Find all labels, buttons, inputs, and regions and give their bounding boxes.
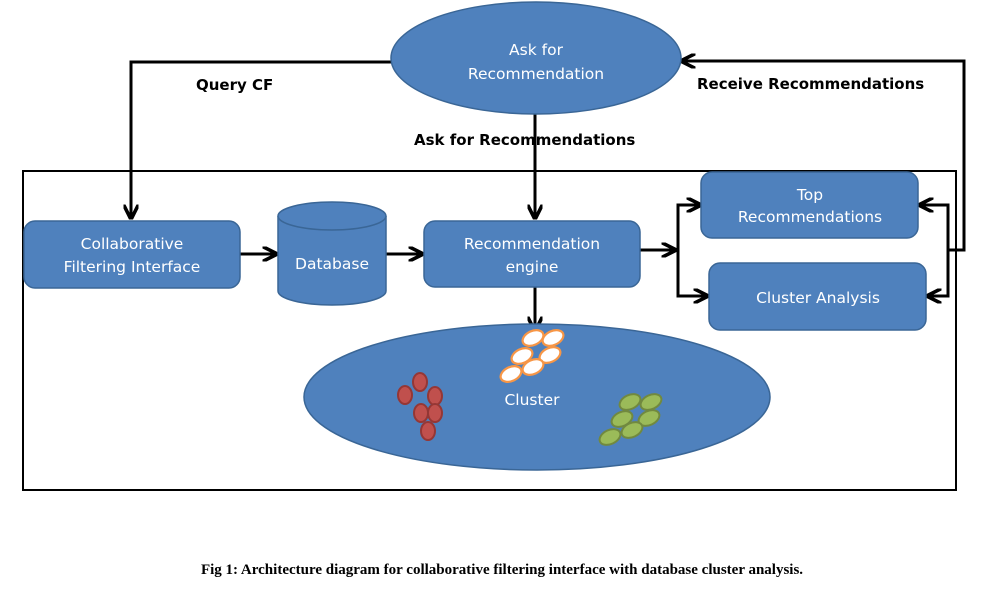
node-cf-interface: Collaborative Filtering Interface (23, 220, 241, 289)
node-recommendation-engine: Recommendation engine (423, 220, 641, 288)
edge-query-cf (131, 60, 392, 218)
edge-bracket-top (920, 205, 950, 250)
node-top-recommendations: Top Recommendations (700, 171, 919, 239)
cf-line2: Filtering Interface (64, 258, 201, 276)
database-label: Database (295, 255, 369, 273)
label-query-cf: Query CF (196, 76, 273, 94)
node-cluster-analysis: Cluster Analysis (708, 262, 927, 331)
ask-line1: Ask for (509, 41, 564, 59)
edge-to-top-recommendations (676, 205, 700, 250)
cluster-label: Cluster (504, 391, 560, 409)
cluster-group-red (397, 372, 443, 441)
figure-caption: Fig 1: Architecture diagram for collabor… (200, 562, 804, 578)
engine-line1: Recommendation (464, 235, 600, 253)
label-receive-recommendations: Receive Recommendations (697, 75, 924, 93)
edge-receive-recommendations (682, 61, 966, 252)
edge-to-cluster-analysis (676, 250, 707, 296)
cf-line1: Collaborative (81, 235, 184, 253)
node-database: Database (277, 201, 387, 306)
ask-line2: Recommendation (468, 65, 604, 83)
cluster-group-green (598, 393, 663, 446)
top-recs-line1: Top (796, 186, 823, 204)
top-recs-line2: Recommendations (738, 208, 882, 226)
cluster-group-orange (499, 329, 565, 383)
label-ask-for-recommendations: Ask for Recommendations (414, 131, 635, 149)
connectors (131, 60, 966, 330)
engine-line2: engine (506, 258, 559, 276)
edge-bracket-bottom (928, 250, 950, 296)
cluster-analysis-label: Cluster Analysis (756, 289, 880, 307)
node-cluster: Cluster (303, 323, 771, 471)
node-ask-for-recommendation: Ask for Recommendation (390, 1, 682, 115)
system-boundary (22, 170, 957, 491)
